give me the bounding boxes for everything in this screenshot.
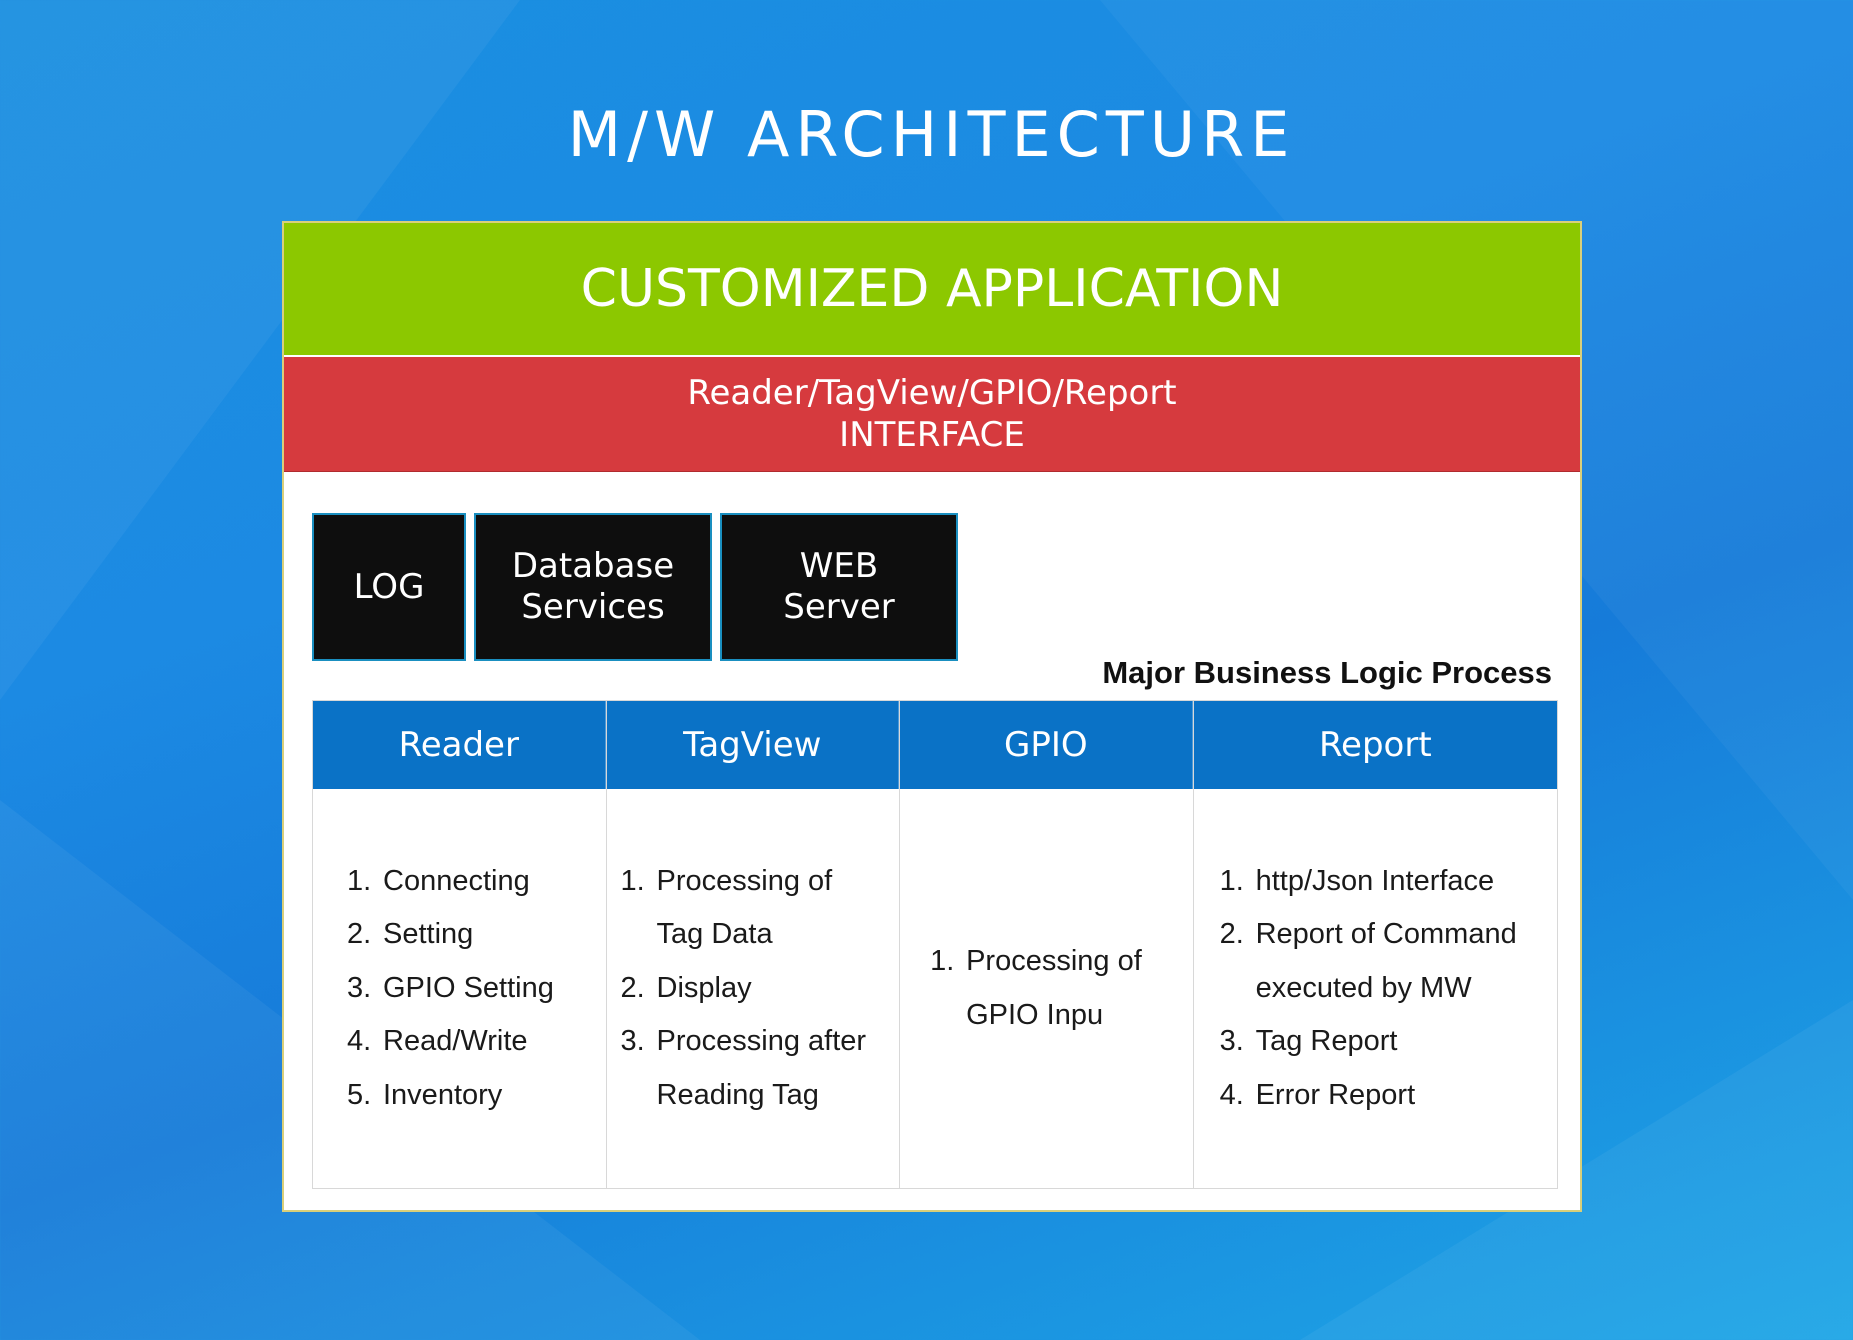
service-label: WEB (799, 546, 879, 586)
list-item: 2.Report of Command (1219, 918, 1517, 951)
list-item: 3.Processing after (620, 1025, 867, 1058)
application-label: CUSTOMIZED APPLICATION (580, 259, 1284, 319)
list-item: 4.Read/Write (347, 1025, 528, 1058)
list-item-continuation: GPIO Inpu (966, 998, 1104, 1031)
service-label: Database (511, 546, 675, 586)
module-report: Report 1.http/Json Interface 2.Report of… (1193, 701, 1558, 1188)
module-body: 1.http/Json Interface 2.Report of Comman… (1194, 789, 1557, 1188)
module-grid: Reader 1.Connecting 2.Setting 3.GPIO Set… (312, 700, 1558, 1189)
interface-line-2: INTERFACE (839, 415, 1025, 455)
module-list: 1.Processing of Tag Data 2.Display 3.Pro… (621, 855, 867, 1123)
service-label: Server (783, 587, 895, 627)
list-item: 2.Setting (347, 918, 474, 951)
module-list: 1.Processing of GPIO Inpu (930, 935, 1142, 1042)
list-item: 3.GPIO Setting (347, 971, 554, 1004)
module-body: 1.Processing of Tag Data 2.Display 3.Pro… (607, 789, 900, 1188)
service-web-server: WEB Server (720, 513, 958, 661)
interface-layer: Reader/TagView/GPIO/Report INTERFACE (284, 357, 1580, 472)
module-body: 1.Connecting 2.Setting 3.GPIO Setting 4.… (313, 789, 606, 1188)
list-item-continuation: executed by MW (1255, 971, 1472, 1004)
list-item: 4.Error Report (1219, 1078, 1416, 1111)
module-list: 1.Connecting 2.Setting 3.GPIO Setting 4.… (347, 855, 554, 1123)
module-header: TagView (606, 701, 900, 789)
customized-application-layer: CUSTOMIZED APPLICATION (284, 223, 1580, 355)
list-item: 1.Processing of (930, 945, 1142, 977)
list-item: 3.Tag Report (1219, 1025, 1398, 1058)
module-header: Report (1193, 701, 1558, 789)
service-label: LOG (353, 566, 425, 607)
list-item-continuation: Reading Tag (656, 1078, 819, 1111)
module-header: GPIO (900, 701, 1193, 789)
service-database: Database Services (474, 513, 712, 661)
interface-line-1: Reader/TagView/GPIO/Report (687, 373, 1177, 413)
service-log: LOG (312, 513, 466, 661)
module-body: 1.Processing of GPIO Inpu (900, 789, 1193, 1188)
page-title: M/W ARCHITECTURE (567, 98, 1296, 171)
architecture-panel: CUSTOMIZED APPLICATION Reader/TagView/GP… (282, 221, 1582, 1212)
service-label: Services (521, 587, 665, 627)
module-reader: Reader 1.Connecting 2.Setting 3.GPIO Set… (313, 701, 607, 1188)
list-item: 1.http/Json Interface (1219, 864, 1495, 897)
module-gpio: GPIO 1.Processing of GPIO Inpu (900, 701, 1194, 1188)
list-item: 5.Inventory (347, 1078, 503, 1111)
list-item-continuation: Tag Data (656, 918, 773, 951)
list-item: 2.Display (620, 971, 752, 1004)
business-logic-label: Major Business Logic Process (1102, 655, 1552, 690)
module-header: Reader (313, 701, 606, 789)
list-item: 1.Processing of (620, 864, 833, 897)
list-item: 1.Connecting (347, 864, 530, 897)
module-list: 1.http/Json Interface 2.Report of Comman… (1220, 855, 1517, 1123)
module-tagview: TagView 1.Processing of Tag Data 2.Displ… (606, 701, 901, 1188)
